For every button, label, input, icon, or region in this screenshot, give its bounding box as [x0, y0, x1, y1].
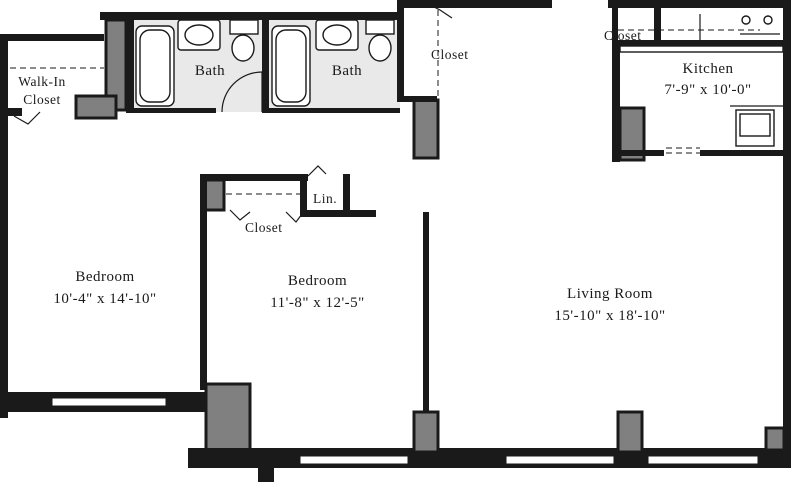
wall: [262, 108, 400, 113]
living-room-name: Living Room: [567, 286, 653, 302]
wall: [200, 174, 207, 390]
wall: [612, 6, 618, 42]
toilet-bowl: [368, 34, 392, 62]
wall: [612, 150, 664, 156]
bedroom-closet-label: Closet: [245, 220, 283, 235]
walk-in-label-line1: Walk-In: [18, 74, 66, 89]
wall: [397, 96, 437, 102]
wall: [4, 34, 104, 41]
burner: [741, 15, 751, 25]
door-swing: [229, 209, 251, 221]
kitchen-counter: [619, 45, 784, 53]
living-room-size: 15'-10" x 18'-10": [554, 308, 666, 324]
wall: [0, 34, 8, 418]
bath-2-label: Bath: [331, 63, 363, 79]
burner: [763, 15, 773, 25]
wall: [612, 40, 783, 46]
window: [51, 397, 167, 407]
wall: [397, 0, 404, 100]
wall: [654, 6, 661, 46]
wall: [400, 0, 552, 8]
wall: [700, 150, 783, 156]
bathtub-inner: [275, 29, 307, 103]
bedroom-1-name: Bedroom: [75, 269, 135, 285]
column: [764, 426, 786, 452]
bedroom-2-name: Bedroom: [287, 273, 348, 289]
wall: [612, 40, 620, 162]
hall-closet-label: Closet: [431, 47, 469, 62]
kitchen-label: Kitchen 7'-9" x 10'-0": [640, 60, 776, 99]
window: [647, 455, 759, 465]
walk-in-label-line2: Closet: [23, 92, 61, 107]
toilet-bowl: [231, 34, 255, 62]
wall: [262, 12, 269, 112]
door-swing: [13, 111, 41, 125]
column: [412, 98, 440, 160]
bedroom-1-label: Bedroom 10'-4" x 14'-10": [30, 268, 180, 308]
wall: [300, 210, 376, 217]
door-swing: [419, 0, 453, 19]
living-room-label: Living Room 15'-10" x 18'-10": [525, 285, 695, 325]
window: [505, 455, 615, 465]
kitchen-size: 7'-9" x 10'-0": [664, 82, 752, 98]
bath-1-label: Bath: [194, 63, 226, 79]
sink: [184, 24, 214, 46]
wall: [8, 108, 22, 116]
bathtub-inner: [139, 29, 171, 103]
wall: [200, 174, 308, 181]
oven-window: [739, 113, 771, 137]
wall: [126, 12, 134, 112]
linen-closet-label: Lin.: [313, 191, 338, 206]
kitchen-closet-label: Closet: [604, 28, 642, 43]
column: [616, 410, 644, 454]
bedroom-1-size: 10'-4" x 14'-10": [53, 291, 157, 307]
kitchen-name: Kitchen: [682, 61, 734, 77]
toilet-tank: [365, 19, 395, 35]
wall: [100, 12, 400, 20]
wall: [258, 466, 274, 482]
wall: [343, 174, 350, 214]
bedroom-2-label: Bedroom 11'-8" x 12'-5": [240, 272, 395, 312]
toilet-tank: [229, 19, 259, 35]
wall: [423, 212, 429, 412]
wall: [608, 0, 791, 8]
bedroom-2-size: 11'-8" x 12'-5": [270, 295, 365, 311]
column: [204, 382, 252, 452]
door-swing: [285, 211, 303, 223]
column: [74, 94, 118, 120]
wall: [126, 108, 216, 113]
column: [412, 410, 440, 454]
walk-in-closet-label: Walk-In Closet: [12, 73, 72, 109]
wall: [783, 0, 791, 450]
wall: [300, 174, 307, 214]
window: [299, 455, 409, 465]
sink: [322, 24, 352, 46]
door-swing: [307, 165, 327, 177]
door-swing: [221, 71, 263, 113]
